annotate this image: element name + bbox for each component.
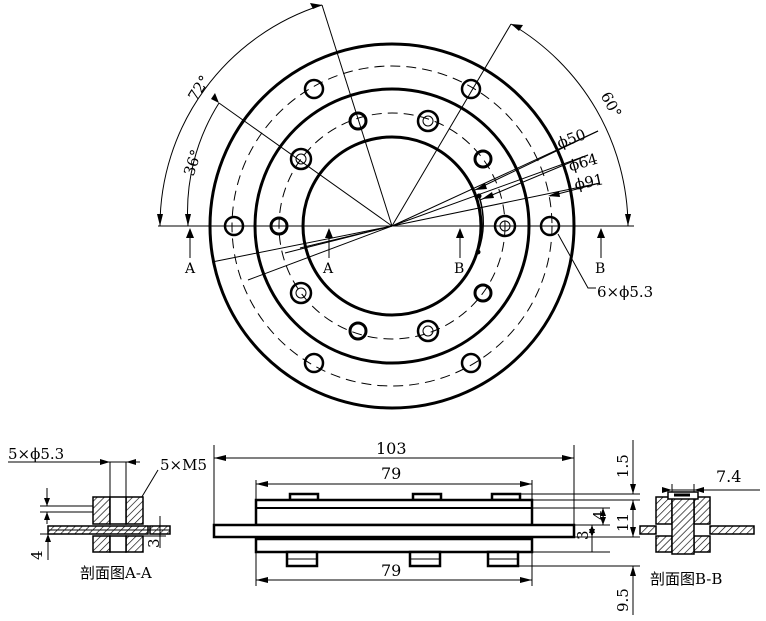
dim-3-label: 3 xyxy=(574,530,592,540)
upper-width-label: 79 xyxy=(381,464,401,483)
dia-91-label: ϕ91 xyxy=(573,170,605,194)
section-a-right-label: A xyxy=(322,261,334,277)
angle-60-label: 60° xyxy=(597,89,625,121)
section-b-right-label: B xyxy=(595,261,605,277)
inner-holes xyxy=(269,109,517,343)
section-bb: 7.4 剖面图B-B xyxy=(639,467,760,588)
section-aa-caption: 剖面图A-A xyxy=(80,564,152,582)
section-bb-dim-label: 7.4 xyxy=(716,467,741,486)
dim-4-label: 4 xyxy=(590,510,608,520)
dim-1-5-label: 1.5 xyxy=(614,454,632,478)
angle-36-label: 36° xyxy=(180,147,205,178)
front-view: 103 79 79 xyxy=(212,439,640,615)
overall-width-label: 103 xyxy=(376,439,407,458)
section-aa: 5×ϕ5.3 5×M5 4 3 剖面图 xyxy=(8,445,207,582)
section-aa-holes-label: 5×ϕ5.3 xyxy=(8,445,64,463)
section-aa-dim-4-label: 4 xyxy=(28,550,46,560)
section-b-left-label: B xyxy=(454,261,464,277)
outer-holes xyxy=(223,78,561,374)
angle-72-label: 72° xyxy=(184,72,213,104)
section-bb-caption: 剖面图B-B xyxy=(650,570,722,588)
outer-holes-label: 6×ϕ5.3 xyxy=(597,283,653,301)
lower-width-label: 79 xyxy=(381,561,401,580)
section-aa-threads-label: 5×M5 xyxy=(160,456,207,474)
dia-50-label: ϕ50 xyxy=(554,125,588,152)
section-a-left-label: A xyxy=(184,261,196,277)
top-view: 72° 36° 60° ϕ50 ϕ64 ϕ91 6×ϕ5.3 A A B B xyxy=(157,3,653,410)
dim-9-5-label: 9.5 xyxy=(614,588,632,612)
section-aa-dim-3-label: 3 xyxy=(145,538,163,548)
dim-11-label: 11 xyxy=(614,513,632,532)
